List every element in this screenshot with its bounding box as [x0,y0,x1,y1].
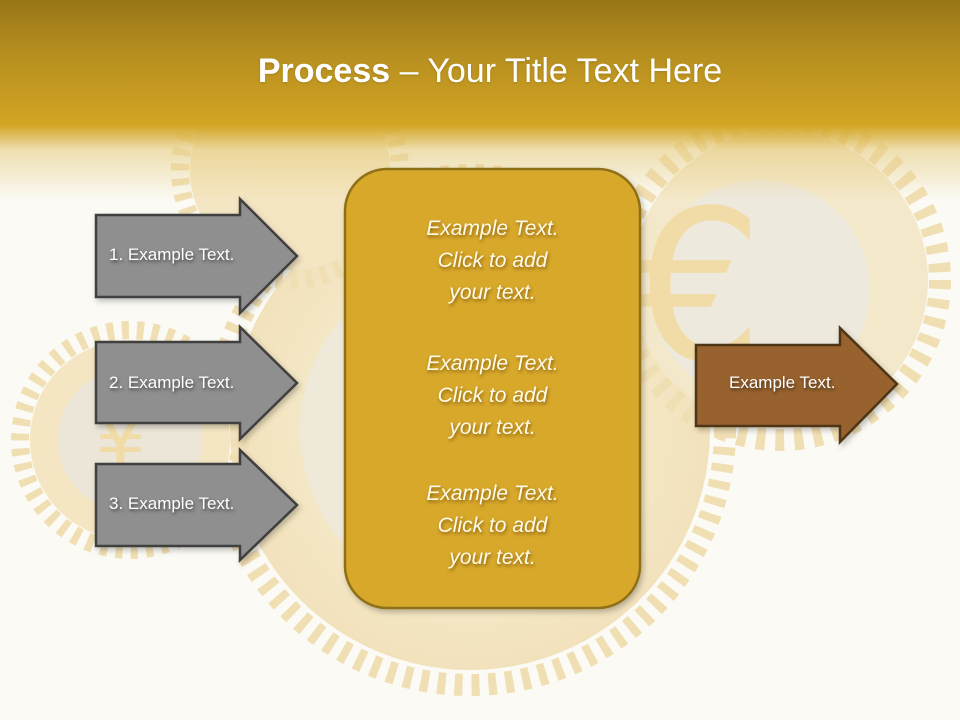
block-line: your text. [449,546,536,569]
block-line: Click to add [437,514,548,537]
center-text-block-3[interactable]: Example Text. Click to add your text. [344,478,641,574]
center-process-box[interactable] [343,167,642,610]
block-line: your text. [449,416,536,439]
block-line: Example Text. [426,352,559,375]
block-line: your text. [449,281,536,304]
input-arrow-1[interactable] [94,195,299,317]
input-arrow-3-label: 3. Example Text. [109,494,235,513]
title-rest: – Your Title Text Here [390,52,723,90]
input-arrow-2[interactable] [94,324,299,442]
block-line: Example Text. [426,217,559,240]
title-bold: Process [257,52,391,90]
input-arrow-1-label: 1. Example Text. [109,245,235,264]
slide-title[interactable]: Process – Your Title Text Here [0,52,960,91]
output-arrow-label: Example Text. [729,373,836,392]
title-band [0,0,960,200]
block-line: Click to add [437,384,548,407]
input-arrow-3[interactable] [94,447,299,563]
center-text-block-2[interactable]: Example Text. Click to add your text. [344,348,641,444]
center-text-block-1[interactable]: Example Text. Click to add your text. [344,213,641,309]
output-arrow[interactable] [694,325,899,446]
block-line: Click to add [437,249,548,272]
input-arrow-2-label: 2. Example Text. [109,373,235,392]
block-line: Example Text. [426,482,559,505]
